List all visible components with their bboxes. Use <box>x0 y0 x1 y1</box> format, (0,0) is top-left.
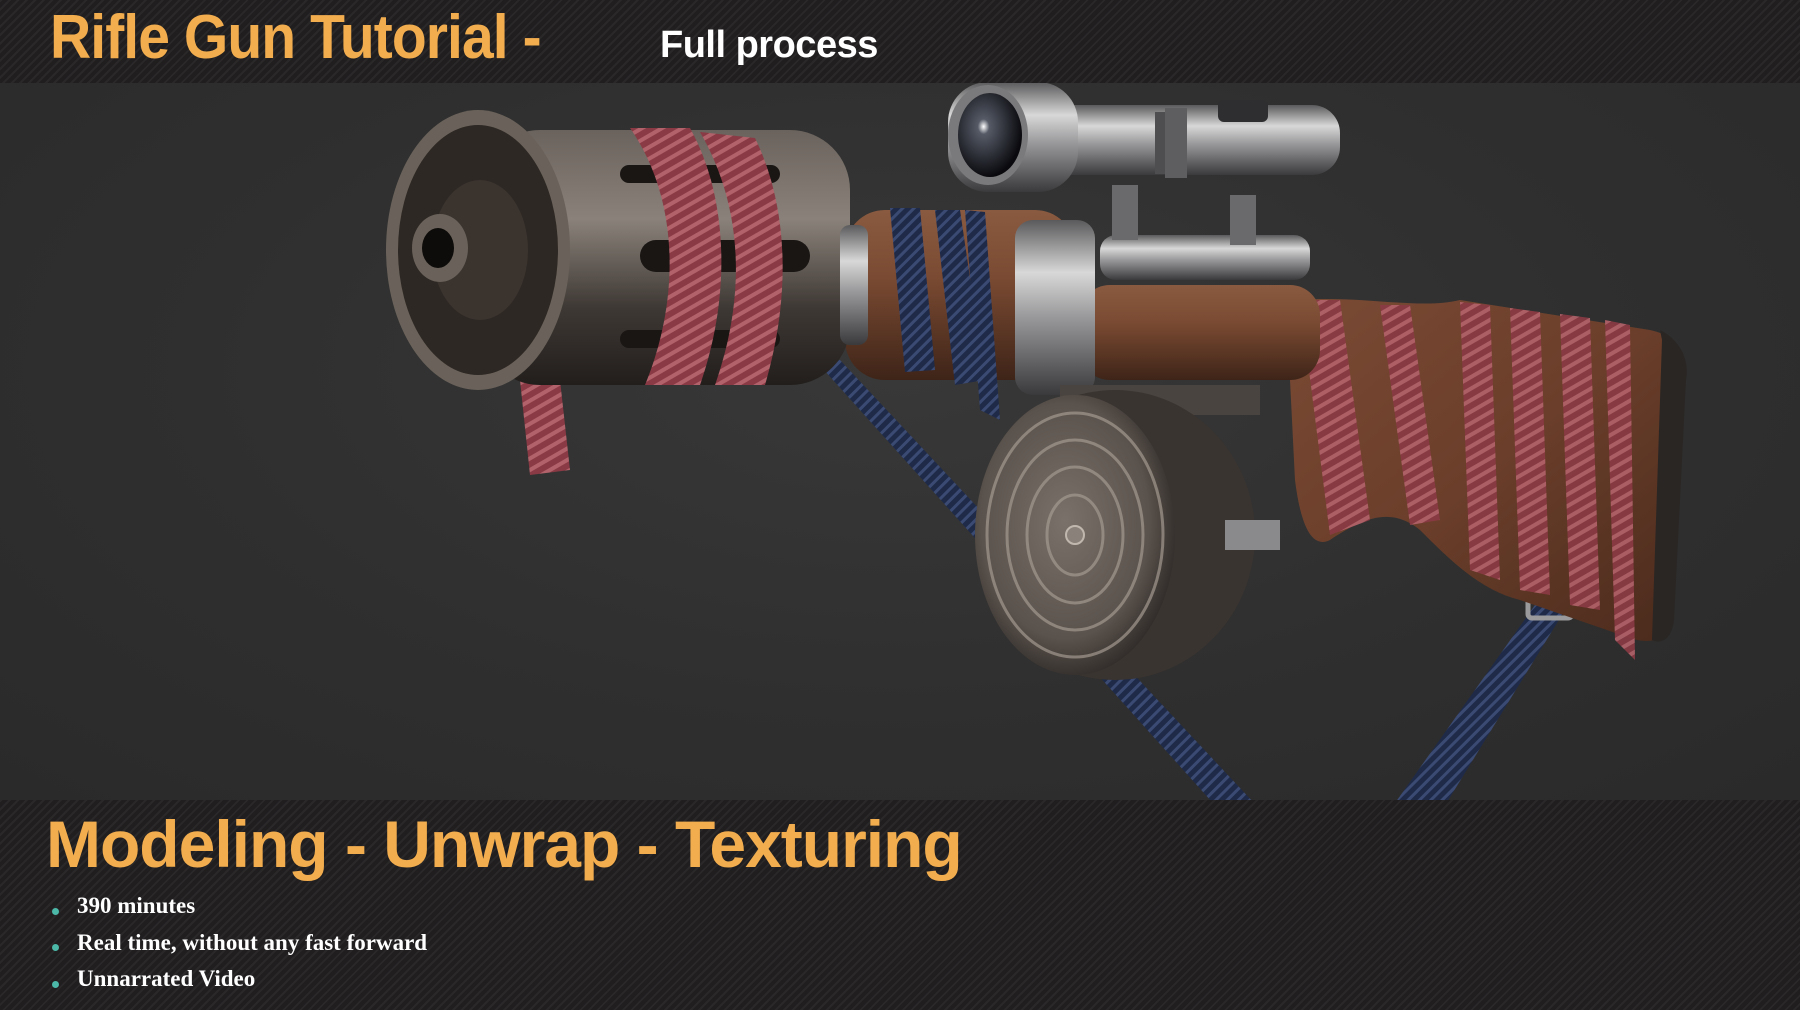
feature-item: Unnarrated Video <box>52 961 427 998</box>
bullet-icon <box>52 980 59 988</box>
feature-list: 390 minutes Real time, without any fast … <box>52 888 427 998</box>
feature-item: 390 minutes <box>52 888 427 925</box>
footer-band <box>0 800 1800 1010</box>
title-subtitle: Full process <box>660 24 878 66</box>
workflow-headline: Modeling - Unwrap - Texturing <box>46 807 963 881</box>
bullet-icon <box>52 944 59 952</box>
feature-text: Real time, without any fast forward <box>77 929 428 955</box>
stock <box>1290 298 1687 660</box>
bullet-icon <box>52 907 59 915</box>
feature-item: Real time, without any fast forward <box>52 925 427 962</box>
drum-magazine <box>975 385 1280 680</box>
title-main: Rifle Gun Tutorial - <box>50 3 542 72</box>
page-title: Rifle Gun Tutorial - Full process <box>50 2 878 73</box>
barrel-shroud <box>386 110 868 390</box>
header-band <box>0 0 1800 83</box>
scope <box>948 82 1340 192</box>
feature-text: Unnarrated Video <box>77 966 256 992</box>
feature-text: 390 minutes <box>77 893 196 919</box>
